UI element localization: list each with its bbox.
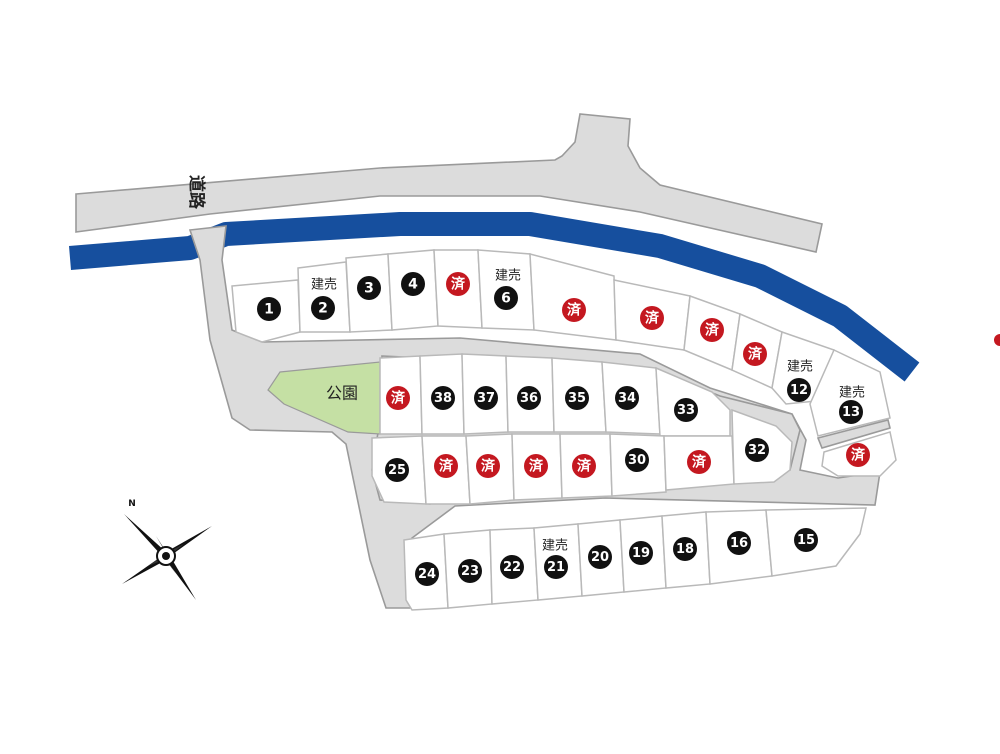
lot-number-badge: 6 建売 — [494, 268, 521, 310]
main-road — [75, 113, 823, 253]
lot-number-text: 24 — [418, 567, 436, 582]
lot-number-badge: 15 — [794, 528, 818, 552]
road-label-text: 道路 — [186, 175, 207, 210]
lot-number-text: 済 — [391, 390, 406, 407]
sold-badge: 済 — [846, 443, 870, 467]
lot-number-badge: 16 — [727, 531, 751, 555]
lot-number-badge: 13 建売 — [839, 385, 865, 424]
lot-number-text: 18 — [676, 542, 694, 557]
lot-number-text: 済 — [692, 454, 707, 471]
compass-north-label: N — [128, 499, 136, 509]
lot-number-text: 16 — [730, 536, 748, 551]
lot-number-text: 12 — [790, 383, 808, 398]
lot-number-text: 25 — [388, 463, 406, 478]
lot-number-badge: 25 — [385, 458, 409, 482]
lot-number-text: 37 — [477, 391, 495, 406]
sold-badge: 済 — [572, 454, 596, 478]
lot-number-badge: 21 建売 — [542, 538, 568, 579]
lot-number-text: 6 — [501, 291, 511, 307]
lot-number-text: 33 — [677, 403, 695, 418]
lot-number-badge: 24 — [415, 562, 439, 586]
lot-number-badge: 3 — [357, 276, 381, 300]
lot-number-badge: 35 — [565, 386, 589, 410]
sold-badge: 済 — [700, 318, 724, 342]
lot-number-text: 3 — [364, 281, 374, 297]
lot-number-text: 30 — [628, 453, 646, 468]
edge-marker — [994, 334, 1000, 346]
lot-number-text: 19 — [632, 546, 650, 561]
lot-number-text: 34 — [618, 391, 636, 406]
built-for-sale-label: 建売 — [839, 385, 865, 401]
lot-number-text: 20 — [591, 550, 609, 565]
lot-number-text: 済 — [439, 458, 454, 475]
lot-number-text: 23 — [461, 564, 479, 579]
lot-number-text: 22 — [503, 560, 521, 575]
lot-number-text: 36 — [520, 391, 538, 406]
lot-number-badge: 38 — [431, 386, 455, 410]
sold-badge: 済 — [434, 454, 458, 478]
lot-number-badge: 34 — [615, 386, 639, 410]
sold-badge: 済 — [524, 454, 548, 478]
sold-badge: 済 — [386, 386, 410, 410]
lot-number-text: 済 — [748, 346, 763, 363]
lot-number-text: 35 — [568, 391, 586, 406]
sold-badge: 済 — [640, 306, 664, 330]
lot-number-badge: 2 建売 — [311, 277, 337, 320]
sold-badge: 済 — [476, 454, 500, 478]
lot-number-badge: 37 — [474, 386, 498, 410]
lot-number-badge: 18 — [673, 537, 697, 561]
side-strip — [816, 419, 891, 449]
lot-number-badge: 33 — [674, 398, 698, 422]
lot-number-text: 済 — [705, 322, 720, 339]
lot-number-text: 1 — [264, 302, 274, 318]
sold-badge: 済 — [743, 342, 767, 366]
compass-icon: N — [122, 499, 212, 600]
lot-number-text: 済 — [481, 458, 496, 475]
lot-number-badge: 1 — [257, 297, 281, 321]
lot-number-text: 済 — [645, 310, 660, 327]
built-for-sale-label: 建売 — [542, 538, 568, 554]
lot-number-badge: 19 — [629, 541, 653, 565]
lot-number-text: 4 — [408, 277, 418, 293]
sold-badge: 済 — [687, 450, 711, 474]
lot-7[interactable] — [529, 253, 617, 341]
park-label: 公園 — [326, 384, 358, 403]
lot-number-text: 済 — [577, 458, 592, 475]
road-label: 道路 — [186, 175, 207, 210]
lot-number-badge: 23 — [458, 559, 482, 583]
lot-number-text: 済 — [529, 458, 544, 475]
lot-number-badge: 36 — [517, 386, 541, 410]
lot-number-text: 38 — [434, 391, 452, 406]
lot-number-badge: 32 — [745, 438, 769, 462]
lot-13[interactable] — [809, 348, 891, 437]
lot-number-badge: 4 — [401, 272, 425, 296]
sold-badge: 済 — [562, 298, 586, 322]
lot-number-text: 15 — [797, 533, 815, 548]
sold-badge: 済 — [446, 272, 470, 296]
lot-number-text: 済 — [451, 276, 466, 293]
lot-number-badge: 22 — [500, 555, 524, 579]
lot-number-text: 13 — [842, 405, 860, 420]
built-for-sale-label: 建売 — [495, 268, 521, 284]
lot-number-badge: 20 — [588, 545, 612, 569]
lot-number-text: 21 — [547, 560, 565, 575]
built-for-sale-label: 建売 — [787, 359, 813, 375]
lot-number-text: 2 — [318, 301, 328, 317]
lot-number-badge: 30 — [625, 448, 649, 472]
lot-number-text: 32 — [748, 443, 766, 458]
lot-number-text: 済 — [567, 302, 582, 319]
lot-number-text: 済 — [851, 447, 866, 464]
lot-number-badge: 12 建売 — [787, 359, 813, 402]
built-for-sale-label: 建売 — [311, 277, 337, 293]
